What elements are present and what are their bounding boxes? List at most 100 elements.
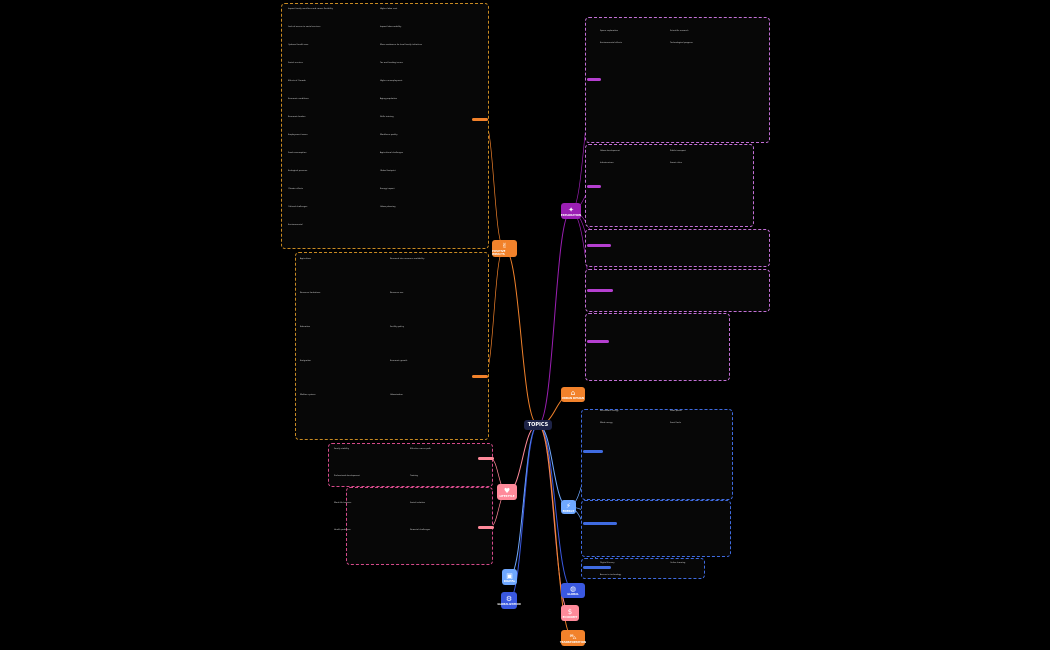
pill-exploration-5 <box>587 340 609 343</box>
exploration-group-4 <box>585 269 770 312</box>
map-node-label[interactable]: Cultural challenges <box>288 206 308 208</box>
map-node-label[interactable]: Global footprint <box>380 170 396 172</box>
map-node-label[interactable]: Access to technology <box>600 574 622 576</box>
left-lower-group <box>295 252 489 440</box>
map-node-label[interactable]: Training <box>410 475 418 477</box>
branch-positive-impacts[interactable]: ✌ POSITIVE IMPACTS <box>492 240 517 257</box>
building-icon: ⌂ <box>570 389 576 397</box>
branch-lifestyle[interactable]: ♥ LIFESTYLE <box>497 484 517 500</box>
map-node-label[interactable]: Workforce quality <box>380 134 398 136</box>
map-node-label[interactable]: Urban development <box>600 150 620 152</box>
map-node-label[interactable]: Online learning <box>670 562 686 564</box>
map-node-label[interactable]: Fossil fuels <box>670 422 681 424</box>
map-node-label[interactable]: Environmental <box>288 224 303 226</box>
map-node-label[interactable]: Lack of access to social services <box>288 26 321 28</box>
map-node-label[interactable]: Health problems <box>334 529 351 531</box>
map-node-label[interactable]: Resource limitations <box>300 292 321 294</box>
map-node-label[interactable]: Agricultural challenges <box>380 152 403 154</box>
map-node-label[interactable]: More assistance for local family initiat… <box>380 44 422 46</box>
map-node-label[interactable]: Economic burden <box>288 116 306 118</box>
map-node-label[interactable]: Work-life balance <box>334 502 352 504</box>
map-node-label[interactable]: Solar power <box>670 410 682 412</box>
map-node-label[interactable]: Employment issues <box>288 134 308 136</box>
pill-energy-3 <box>583 566 611 569</box>
map-node-label[interactable]: Professional development <box>334 475 360 477</box>
connector-line <box>537 210 572 426</box>
map-node-label[interactable]: Agriculture <box>300 258 311 260</box>
map-node-label[interactable]: Effective career path <box>410 448 431 450</box>
center-topic[interactable]: TOPICS <box>524 420 552 430</box>
branch-globalization[interactable]: ⚙ GLOBALIZATION <box>497 592 521 609</box>
connector-line <box>537 424 574 639</box>
map-node-label[interactable]: Social services <box>288 62 303 64</box>
map-node-label[interactable]: Education <box>300 326 310 328</box>
map-node-label[interactable]: Family stability <box>334 448 350 450</box>
map-node-label[interactable]: Wind energy <box>600 422 613 424</box>
map-node-label[interactable]: Optional health care <box>288 44 309 46</box>
map-node-label[interactable]: Higher unemployment <box>380 80 403 82</box>
pill-left-upper <box>472 118 488 121</box>
energy-group-1 <box>581 409 733 500</box>
map-node-label[interactable]: Skills training <box>380 116 394 118</box>
map-node-label[interactable]: Food consumption <box>288 152 307 154</box>
map-node-label[interactable]: Infrastructure <box>600 162 614 164</box>
thumbs-up-icon: ✌ <box>501 241 508 250</box>
map-node-label[interactable]: Effects of Canada <box>288 80 306 82</box>
map-node-label[interactable]: Impact family sacrifices and career flex… <box>288 8 333 10</box>
map-node-label[interactable]: Resource use <box>390 292 404 294</box>
map-node-label[interactable]: Digital literacy <box>600 562 615 564</box>
map-node-label[interactable]: Environmental effects <box>600 42 622 44</box>
energy-icon: ⚡ <box>566 501 571 510</box>
map-node-label[interactable]: Urbanization <box>390 394 403 396</box>
map-node-label[interactable]: Tax and funding issues <box>380 62 403 64</box>
branch-transportation[interactable]: ⛍ TRANSPORTATION <box>560 630 586 646</box>
map-node-label[interactable]: Economic growth <box>390 360 408 362</box>
pill-energy-2 <box>583 522 617 525</box>
branch-exploration[interactable]: ✦ EXPLORATION <box>561 203 581 219</box>
branch-urban-design[interactable]: ⌂ URBAN DESIGN <box>561 387 585 402</box>
globe-icon: ◍ <box>569 585 577 593</box>
branch-digital[interactable]: ▣ DIGITAL <box>502 569 517 585</box>
map-node-label[interactable]: Climate effects <box>288 188 304 190</box>
energy-group-3 <box>581 558 705 579</box>
map-node-label[interactable]: Higher labor cost <box>380 8 398 10</box>
exploration-group-1 <box>585 17 770 143</box>
map-node-label[interactable]: Welfare system <box>300 394 316 396</box>
network-icon: ⚙ <box>505 595 513 603</box>
pill-lifestyle-top <box>478 457 494 460</box>
map-node-label[interactable]: Ecological pressure <box>288 170 308 172</box>
map-node-label[interactable]: Energy impact <box>380 188 395 190</box>
pill-exploration-4 <box>587 289 613 292</box>
chip-icon: ▣ <box>506 571 513 580</box>
lifestyle-group-top <box>328 443 493 487</box>
map-node-label[interactable]: Emigration <box>300 360 311 362</box>
connector-line <box>506 424 539 493</box>
exploration-group-2 <box>585 144 754 227</box>
map-node-label[interactable]: Fertility policy <box>390 326 405 328</box>
map-node-label[interactable]: Aging population <box>380 98 398 100</box>
exploration-group-5 <box>585 313 730 381</box>
money-icon: $ <box>567 607 573 616</box>
connector-line <box>537 424 569 508</box>
branch-global[interactable]: ◍ GLOBAL <box>561 583 585 598</box>
left-upper-group <box>281 3 489 249</box>
map-node-label[interactable]: Renewable energy <box>600 410 619 412</box>
branch-energy[interactable]: ⚡ ENERGY <box>561 500 576 514</box>
connector-line <box>503 247 539 426</box>
map-node-label[interactable]: Research into resource availability <box>390 258 425 260</box>
pill-exploration-3 <box>587 244 611 247</box>
map-node-label[interactable]: Smart cities <box>670 162 682 164</box>
map-node-label[interactable]: Urban planning <box>380 206 396 208</box>
map-node-label[interactable]: Space exploration <box>600 30 619 32</box>
map-node-label[interactable]: Scientific research <box>670 30 689 32</box>
map-node-label[interactable]: Impact labor mobility <box>380 26 402 28</box>
branch-economy[interactable]: $ ECONOMY <box>561 605 579 621</box>
map-node-label[interactable]: Social isolation <box>410 502 425 504</box>
map-node-label[interactable]: Financial challenges <box>410 529 431 531</box>
map-node-label[interactable]: Technological progress <box>670 42 693 44</box>
map-node-label[interactable]: Public transport <box>670 150 686 152</box>
map-node-label[interactable]: Economic conditions <box>288 98 309 100</box>
pill-left-lower <box>472 375 488 378</box>
